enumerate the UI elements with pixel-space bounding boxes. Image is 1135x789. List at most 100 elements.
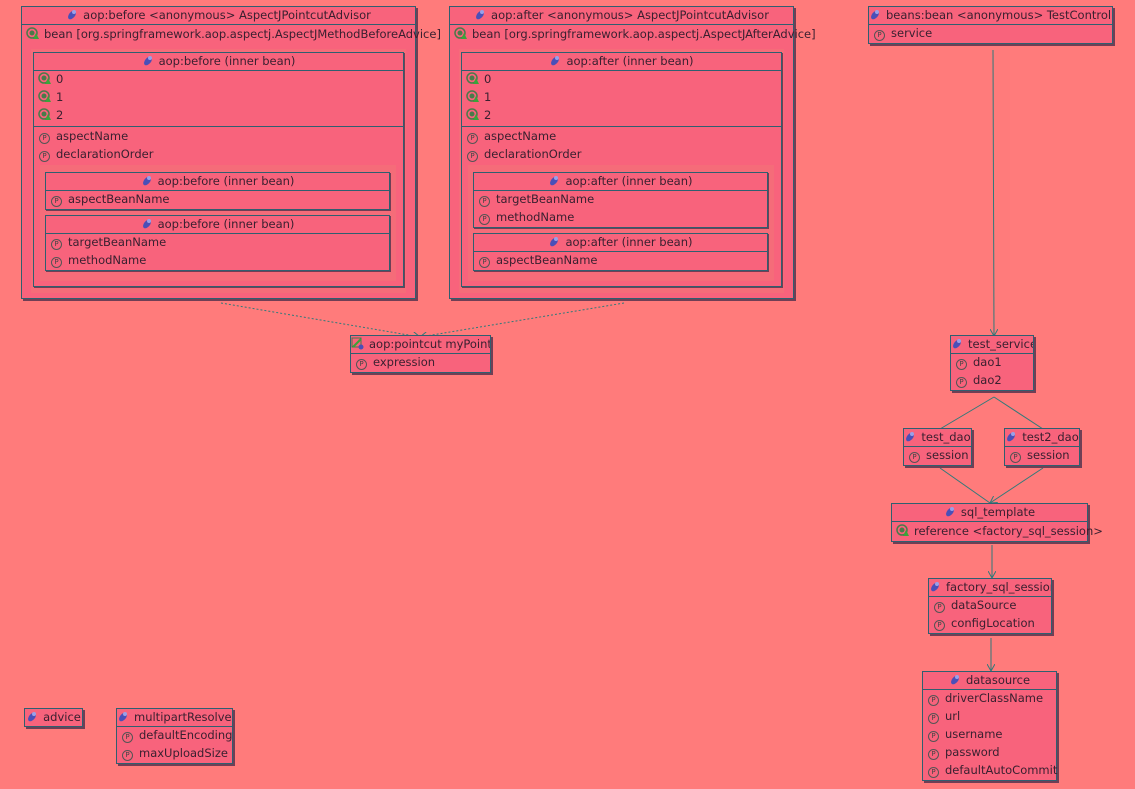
constructor-arg-icon (896, 524, 909, 542)
property-icon: P (51, 257, 62, 268)
constructor-arg: 2 (484, 108, 492, 122)
aop-after-advisor[interactable]: aop:after <anonymous> AspectJPointcutAdv… (449, 6, 816, 299)
property: declarationOrder (484, 147, 582, 161)
bean-icon (548, 236, 560, 251)
bean-icon (66, 9, 78, 24)
property-icon: P (467, 133, 478, 144)
bean-icon (142, 55, 154, 70)
constructor-arg: 1 (484, 90, 492, 104)
property: declarationOrder (56, 147, 154, 161)
property-icon: P (51, 196, 62, 207)
property-icon: P (479, 196, 490, 207)
reference: reference <factory_sql_session> (914, 524, 1103, 538)
property: driverClassName (945, 691, 1044, 705)
bean-icon (548, 175, 560, 190)
constructor-arg-icon (466, 108, 479, 126)
property: session (1027, 448, 1070, 462)
advice-node[interactable]: advice (24, 708, 83, 727)
node-title: aop:after <anonymous> AspectJPointcutAdv… (491, 8, 769, 22)
property: session (926, 448, 969, 462)
bean-icon (141, 218, 153, 233)
constructor-arg: 2 (56, 108, 64, 122)
property: configLocation (951, 616, 1035, 630)
property: aspectBeanName (496, 253, 598, 267)
bean-icon (26, 711, 38, 726)
property: dao2 (973, 373, 1002, 387)
property: targetBeanName (68, 235, 167, 249)
bean-class: bean [org.springframework.aop.aspectj.As… (44, 27, 441, 41)
bean-icon (944, 506, 956, 521)
property-icon: P (928, 767, 939, 778)
property-icon: P (928, 713, 939, 724)
edge-dao-template (939, 467, 991, 504)
node-title: multipartResolver (134, 710, 232, 724)
constructor-arg-icon (38, 108, 51, 126)
node-title: datasource (965, 673, 1031, 687)
property-icon: P (956, 359, 967, 370)
property: methodName (496, 210, 575, 224)
node-title: aop:before (inner bean) (158, 54, 296, 68)
property: aspectName (484, 129, 557, 143)
property-icon: P (928, 695, 939, 706)
property-icon: P (51, 239, 62, 250)
property-icon: P (909, 452, 920, 463)
property: password (945, 745, 1000, 759)
property-icon: P (928, 731, 939, 742)
property: defaultAutoCommit (945, 763, 1058, 777)
property: username (945, 727, 1003, 741)
property-icon: P (874, 30, 885, 41)
property-icon: P (934, 602, 945, 613)
property-icon: P (39, 133, 50, 144)
node-title: test2_dao (1022, 430, 1079, 444)
constructor-arg: 0 (56, 72, 64, 86)
node-title: factory_sql_session (946, 580, 1051, 594)
pointcut-icon (351, 337, 364, 353)
property: aspectName (56, 129, 129, 143)
property: dataSource (951, 598, 1017, 612)
property-icon: P (956, 377, 967, 388)
property: url (945, 709, 961, 723)
node-title: advice (43, 710, 81, 724)
property-icon: P (934, 620, 945, 631)
edge-service-dao2 (993, 396, 1044, 430)
bean-icon (141, 175, 153, 190)
property: methodName (68, 253, 147, 267)
constructor-arg-icon (466, 90, 479, 108)
property: targetBeanName (496, 192, 595, 206)
bean-icon (117, 711, 129, 726)
bean-icon (1005, 431, 1017, 446)
edge-after-pointcut (420, 302, 625, 337)
property: service (891, 26, 933, 40)
property: defaultEncoding (139, 728, 233, 742)
aop-before-advisor[interactable]: aop:before <anonymous> AspectJPointcutAd… (21, 6, 441, 299)
sql-template-node[interactable]: sql_template reference <factory_sql_sess… (891, 503, 1103, 542)
constructor-arg-icon (38, 90, 51, 108)
bean-icon (869, 9, 881, 24)
node-title: test_service (968, 337, 1033, 351)
property-icon: P (1010, 452, 1021, 463)
property: expression (373, 355, 436, 369)
property-icon: P (479, 257, 490, 268)
node-title: beans:bean <anonymous> TestController (886, 8, 1112, 22)
property-icon: P (479, 214, 490, 225)
constructor-arg-icon (466, 72, 479, 90)
node-title: aop:before (inner bean) (157, 217, 295, 231)
node-title: sql_template (960, 505, 1036, 519)
node-title: test_dao (921, 430, 971, 444)
bean-icon (929, 581, 941, 596)
